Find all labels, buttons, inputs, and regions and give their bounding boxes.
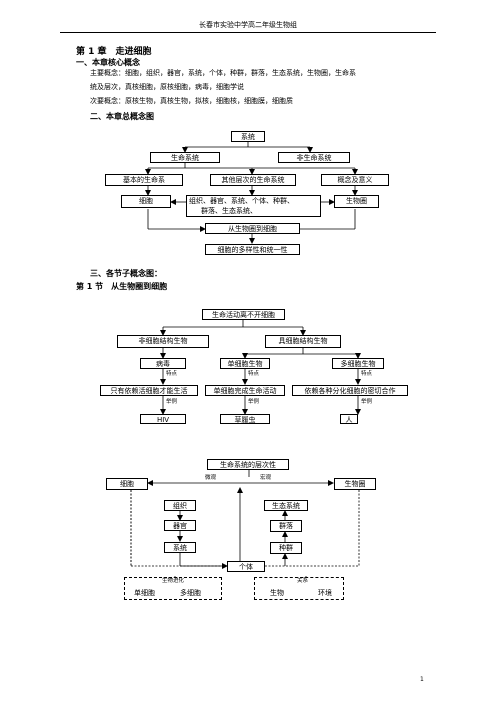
- map2-human-box: 人: [340, 414, 358, 424]
- map1-levels-line2: 群落、生态系统、: [201, 207, 257, 215]
- map2-virus-feature-box: 只有依赖活细胞才能生活: [100, 385, 198, 396]
- secondary-concepts: 次要概念：原核生物，真核生物，拟核，细胞核，细胞膜，细胞质: [90, 97, 293, 105]
- page-number: 1: [420, 676, 424, 683]
- map1-system-box: 系统: [231, 131, 265, 142]
- map3-root-box: 生命系统的层次性: [207, 459, 289, 470]
- map3-cell-box: 细胞: [106, 478, 148, 490]
- map3-unicellular-label: 单细胞: [134, 589, 155, 597]
- map2-root-box: 生命活动离不开细胞: [202, 309, 285, 320]
- map1-levels-box: 组织、器官、系统、个体、种群、 群落、生态系统、: [186, 195, 321, 217]
- map3-environment-label: 环境: [318, 589, 332, 597]
- map2-paramecium-box: 草履虫: [220, 414, 270, 424]
- map3-organism-label: 生物: [270, 589, 284, 597]
- main-concepts-line2: 统及层次，真核细胞，原核细胞，病毒，细胞学说: [90, 83, 244, 91]
- map2-multi-feature-box: 依赖各种分化细胞的密切合作: [292, 385, 408, 396]
- map3-macro-label: 宏观: [260, 475, 272, 481]
- main-concepts-line1: 主要概念：细胞，组织，器官，系统，个体，种群，群落，生态系统，生物圈，生命系: [90, 69, 356, 77]
- map1-basic-box: 基本的生命系: [105, 174, 183, 186]
- map2-unicellular-box: 单细胞生物: [220, 358, 270, 369]
- map2-virus-box: 病毒: [140, 358, 186, 369]
- map3-community-box: 群落: [270, 520, 302, 532]
- map2-feature-label-1: 特点: [166, 371, 178, 377]
- map1-cell-box: 细胞: [121, 195, 171, 208]
- map2-multicellular-box: 多细胞生物: [332, 358, 384, 369]
- map2-hiv-box: HIV: [140, 414, 186, 424]
- map1-levels-line1: 组织、器官、系统、个体、种群、: [189, 197, 294, 205]
- map1-diversity-box: 细胞的多样性和统一性: [205, 244, 300, 255]
- map2-feature-label-2: 特点: [248, 371, 260, 377]
- page-header: 长春市实验中学高二年级生物组: [60, 20, 436, 33]
- map1-biosphere-box: 生物圈: [334, 195, 379, 208]
- map2-uni-feature-box: 单细胞完成生命活动: [205, 385, 285, 396]
- map3-population-box: 种群: [270, 542, 302, 554]
- map3-relation-box: [254, 577, 344, 600]
- chapter-title: 第 1 章 走进细胞: [76, 47, 152, 57]
- section-sub-maps-title: 三、各节子概念图：: [90, 269, 162, 278]
- map2-example-label-2: 举例: [248, 399, 260, 405]
- map3-evolution-label: 生物进化: [162, 578, 185, 584]
- map3-ecosystem-box: 生态系统: [264, 500, 308, 511]
- map3-evolution-box: [124, 577, 222, 600]
- map1-concept-meaning-box: 概念及意义: [321, 174, 389, 186]
- map3-organ-box: 器官: [164, 520, 196, 531]
- map2-example-label-1: 举例: [166, 399, 178, 405]
- map3-tissue-box: 组织: [164, 500, 196, 511]
- map3-micro-label: 微观: [205, 475, 217, 481]
- map3-individual-box: 个体: [227, 561, 265, 572]
- map1-non-life-system-box: 非生命系统: [278, 152, 350, 163]
- section-core-concepts-title: 一、本章核心概念: [76, 58, 140, 67]
- map2-cellular-box: 具细胞结构生物: [265, 335, 341, 348]
- map2-non-cellular-box: 非细胞结构生物: [117, 335, 209, 348]
- map3-relation-label: 关系: [297, 578, 309, 584]
- map3-system-box: 系统: [164, 542, 196, 553]
- map1-from-to-box: 从生物圈到细胞: [205, 223, 300, 234]
- map1-other-levels-box: 其他层次的生命系统: [210, 174, 296, 186]
- section-concept-map-title: 二、本章总概念图: [90, 112, 154, 121]
- map3-multicellular-label: 多细胞: [180, 589, 201, 597]
- map3-biosphere-box: 生物圈: [334, 478, 376, 490]
- map2-example-label-3: 举例: [361, 399, 373, 405]
- section-1-1-title: 第 1 节 从生物圈到细胞: [76, 282, 168, 291]
- map2-feature-label-3: 特点: [361, 371, 373, 377]
- map1-life-system-box: 生命系统: [150, 152, 220, 163]
